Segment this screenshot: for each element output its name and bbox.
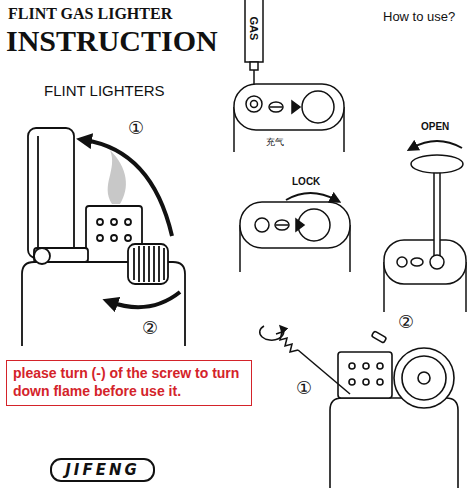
flint-replacement: [363, 379, 369, 385]
gas-refill: [246, 96, 262, 112]
flint-lighter-side: [128, 244, 168, 284]
flint-replacement: [418, 372, 430, 384]
open-view: [411, 155, 463, 173]
callout-number: ①: [296, 378, 312, 399]
flint-replacement: [349, 379, 355, 385]
brand-logo: JIFENG: [50, 458, 155, 482]
flint-replacement: [377, 363, 383, 369]
flint-replacement: [330, 398, 458, 488]
flint-lighter-side: [153, 246, 155, 282]
flint-lighter-side: [125, 235, 131, 241]
flint-replacement: [371, 331, 386, 343]
lock-view: [275, 220, 289, 230]
lock-view: [240, 202, 350, 272]
flint-lighter-side: [34, 248, 50, 264]
flint-lighter-side: [163, 248, 165, 280]
strike-wheel-arrow: [110, 292, 180, 307]
callout-number: ①: [128, 118, 144, 139]
open-view: [384, 240, 466, 284]
turn-arrow: [260, 326, 284, 340]
open-label: OPEN: [421, 121, 449, 133]
lock-arrow: [286, 193, 336, 200]
flint-lighter-side: [158, 246, 160, 282]
gas-refill: [251, 101, 258, 108]
lock-view: [255, 218, 269, 232]
gas-refill: [250, 62, 258, 70]
flame: [108, 150, 126, 204]
flint-lighter-side: [148, 246, 150, 282]
flint-lighter-side: [125, 219, 131, 225]
title: INSTRUCTION: [6, 24, 218, 59]
flint-lighter-side: [138, 246, 140, 282]
flint-lighter-side: [97, 235, 103, 241]
question-label: How to use?: [383, 10, 455, 25]
gas-refill: [269, 102, 283, 112]
flint-replacement: [377, 379, 383, 385]
brand-name: JIFENG: [65, 461, 140, 479]
note-box: please turn (-) of the screw to turn dow…: [6, 360, 252, 406]
flint-lighter-side: [111, 219, 117, 225]
flint-replacement: [349, 363, 355, 369]
gas-refill: [270, 106, 282, 108]
gas-refill: [234, 0, 344, 152]
flint-lighter-side: [97, 219, 103, 225]
open-view: [430, 255, 444, 269]
flint-replacement: [330, 331, 458, 488]
flint-lighter-side: [133, 248, 135, 280]
gas-refill: [302, 91, 334, 123]
open-arrow: [412, 141, 462, 148]
flint-lighter-side: [37, 136, 39, 250]
lock-view: [276, 224, 288, 226]
open-view: [434, 168, 440, 256]
lock-view: [296, 219, 304, 231]
flint-replacement: [363, 363, 369, 369]
flint-lighter-side: [111, 235, 117, 241]
flint-lighter-side: [22, 128, 185, 346]
flint-replacement: [394, 348, 454, 408]
note-text: please turn (-) of the screw to turn dow…: [13, 365, 245, 400]
gas-refill: [292, 101, 300, 113]
gas-refill: [234, 84, 344, 130]
subtitle: FLINT GAS LIGHTER: [8, 5, 172, 23]
callout-number: ②: [398, 312, 414, 333]
open-view: [397, 257, 407, 267]
chinese-label: 充气: [266, 137, 284, 147]
flint-replacement: [402, 356, 446, 400]
open-view: [384, 155, 466, 312]
lock-view: [240, 202, 350, 248]
gas-refill: [245, 0, 263, 62]
open-lid-arrow: [84, 140, 172, 236]
lock-label: LOCK: [292, 176, 320, 188]
section-label: FLINT LIGHTERS: [44, 82, 165, 99]
open-view: [411, 258, 423, 266]
flint-lighter-side: [28, 128, 74, 258]
callout-number: ②: [142, 318, 158, 339]
can-label: GAS: [248, 8, 261, 48]
spring-coil: [276, 332, 298, 352]
flint-lighter-side: [143, 246, 145, 282]
